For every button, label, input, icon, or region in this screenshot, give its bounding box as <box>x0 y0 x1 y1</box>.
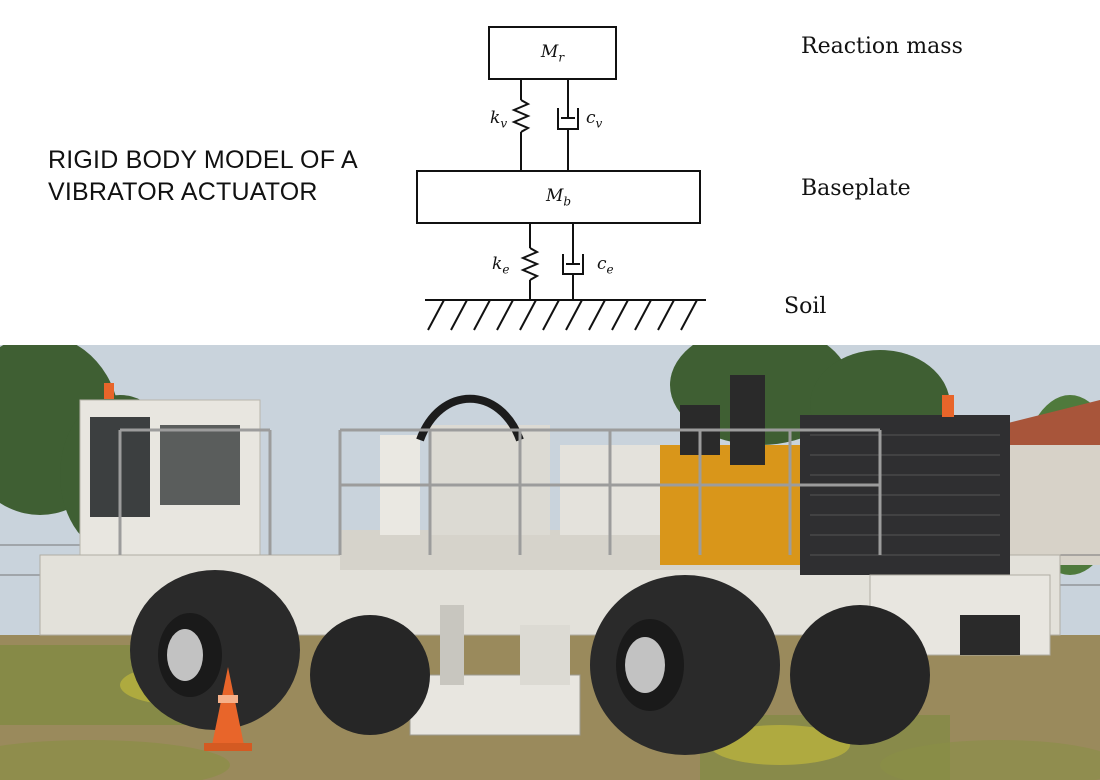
diagram-title-line-2: VIBRATOR ACTUATOR <box>48 178 318 206</box>
soil-label: Soil <box>784 294 827 319</box>
upper-spring-label: kv <box>490 108 508 131</box>
traffic-cone <box>204 667 252 751</box>
vibrator-truck-photo <box>0 345 1100 780</box>
lower-spring <box>520 222 540 300</box>
baseplate-mass-symbol: M <box>545 185 564 206</box>
spring-damper-linkage <box>425 78 706 331</box>
ground-hatching <box>425 299 706 331</box>
rigid-body-model-diagram: RIGID BODY MODEL OF A VIBRATOR ACTUATOR <box>0 0 1100 345</box>
upper-damper <box>557 78 579 170</box>
diagram-title-line-1: RIGID BODY MODEL OF A <box>48 146 358 174</box>
reaction-mass-label: Reaction mass <box>801 34 963 59</box>
lower-damper-label: ce <box>597 254 614 277</box>
upper-damper-label: cv <box>586 108 603 131</box>
upper-spring <box>511 78 531 170</box>
truck-tires <box>130 570 930 755</box>
baseplate-mass-subscript: b <box>563 194 572 209</box>
lower-spring-label: ke <box>492 254 510 277</box>
baseplate-mass-block: Mb <box>416 170 701 224</box>
baseplate-label: Baseplate <box>801 176 911 201</box>
lower-damper <box>562 222 584 300</box>
reaction-mass-block: Mr <box>488 26 617 80</box>
deck-railing <box>118 428 882 555</box>
vibrator-truck-illustration <box>0 345 1100 780</box>
reaction-mass-symbol: M <box>540 41 559 62</box>
reaction-mass-subscript: r <box>558 50 565 65</box>
